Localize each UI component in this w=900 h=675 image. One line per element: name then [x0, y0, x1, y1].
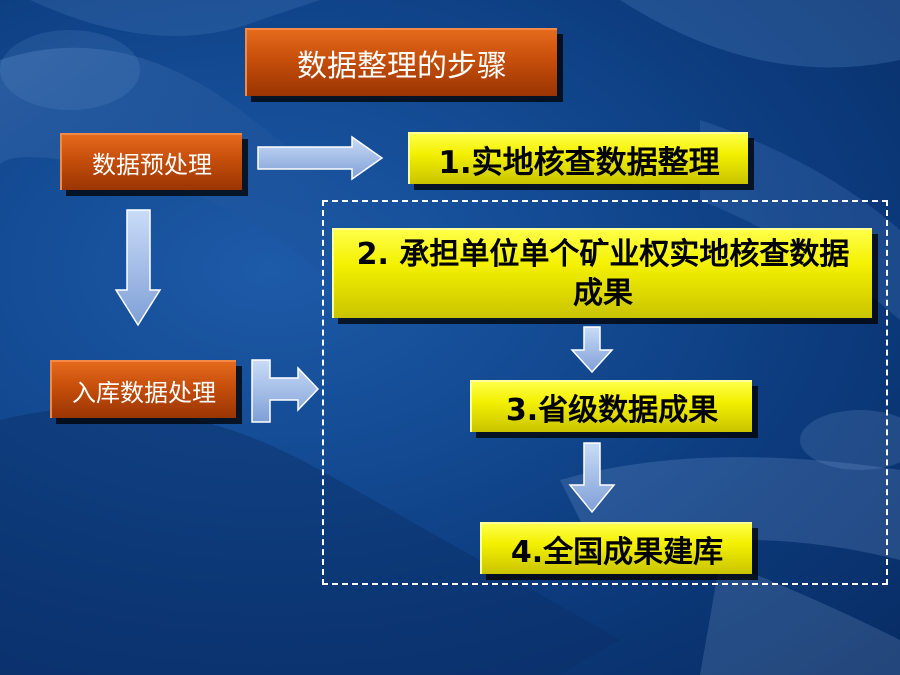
- step-4-label: 4.全国成果建库: [510, 535, 724, 570]
- stage-preprocess: 数据预处理: [60, 133, 242, 190]
- stage-library-label: 入库数据处理: [72, 378, 216, 407]
- page-title-text: 数据整理的步骤: [297, 49, 507, 84]
- step-1-label: 1.实地核查数据整理: [438, 144, 720, 181]
- step-group-dashed-border: [322, 200, 888, 585]
- page-title: 数据整理的步骤: [245, 28, 557, 96]
- stage-library: 入库数据处理: [50, 360, 236, 418]
- step-4-box: 4.全国成果建库: [480, 522, 752, 574]
- step-1-box: 1.实地核查数据整理: [408, 132, 748, 184]
- step-3-box: 3.省级数据成果: [470, 380, 752, 432]
- step-2-label: 2. 承担单位单个矿业权实地核查数据成果: [356, 237, 850, 311]
- stage-preprocess-label: 数据预处理: [92, 151, 212, 179]
- step-2-box: 2. 承担单位单个矿业权实地核查数据成果: [332, 228, 872, 318]
- step-3-label: 3.省级数据成果: [505, 393, 719, 428]
